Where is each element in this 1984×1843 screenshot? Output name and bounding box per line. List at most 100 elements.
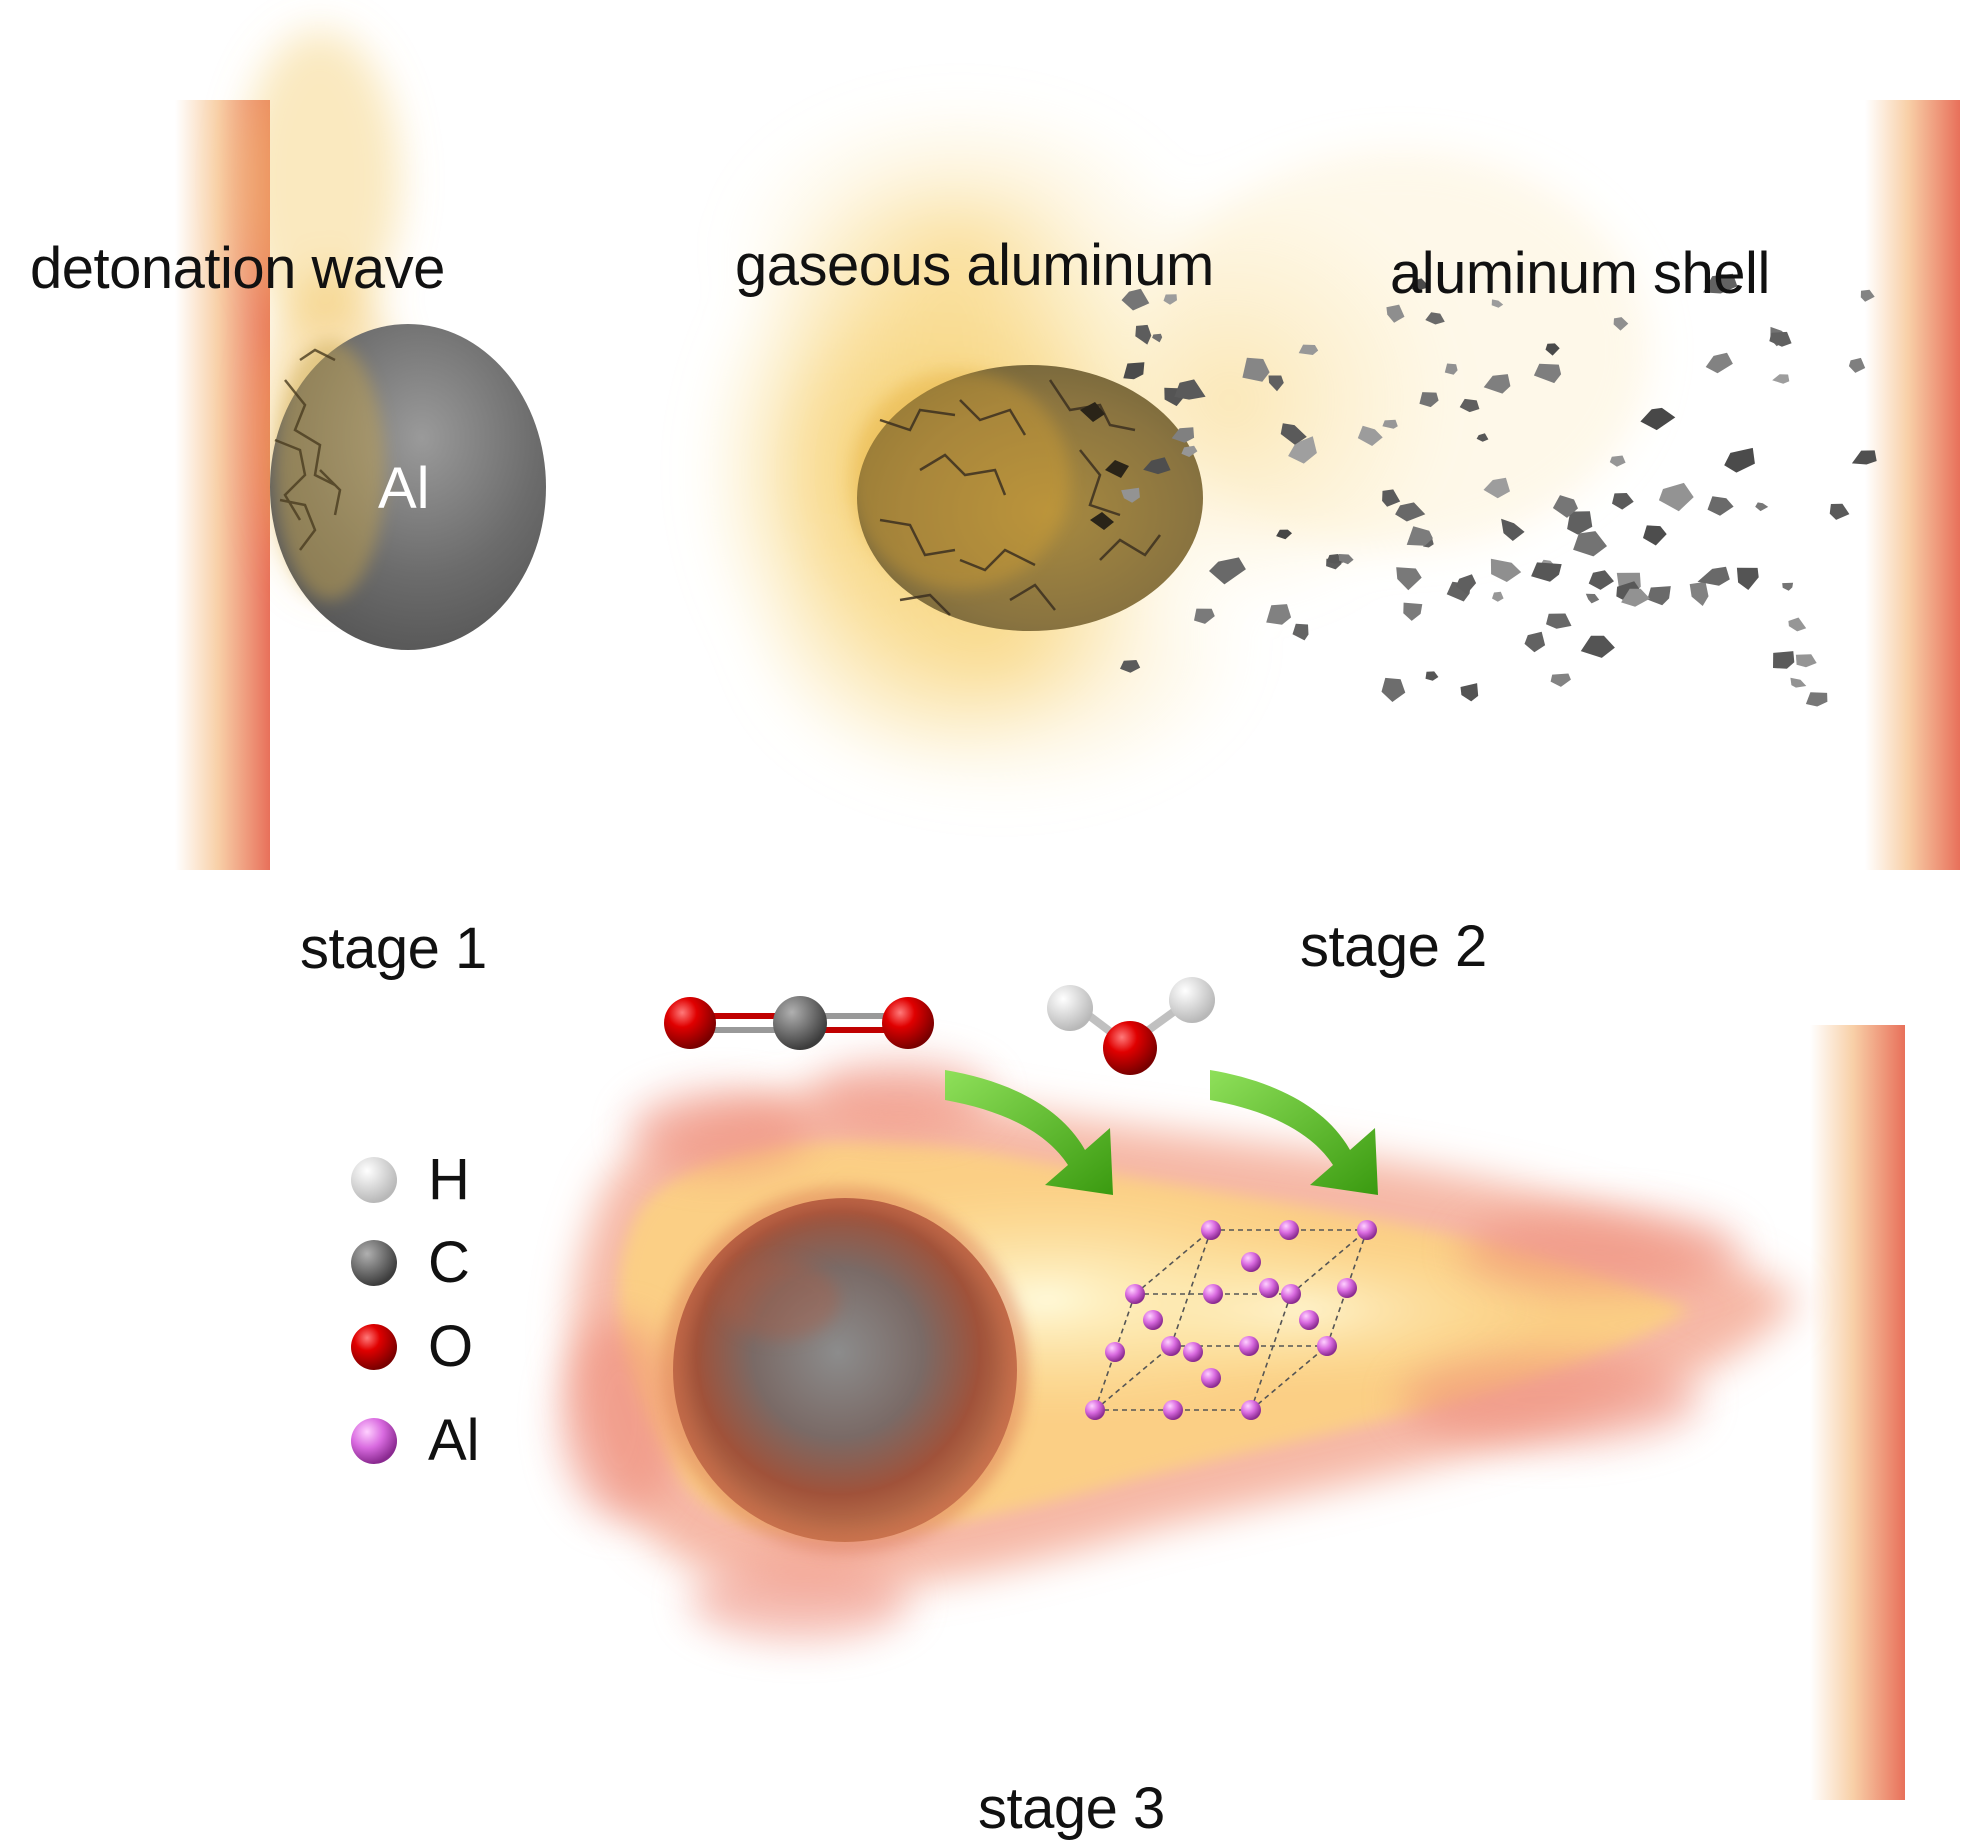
shell-fragment — [1357, 425, 1383, 446]
shell-fragment — [1552, 495, 1578, 518]
shell-fragment — [1707, 496, 1734, 516]
shell-fragment — [1697, 566, 1730, 586]
shell-fragment — [1242, 357, 1270, 382]
legend-label-h: H — [428, 1147, 470, 1212]
legend-ball-c — [351, 1240, 397, 1286]
al-lattice-atom — [1085, 1400, 1105, 1420]
shell-fragment — [1640, 407, 1676, 431]
shell-fragment — [1483, 374, 1511, 394]
shell-fragment — [1181, 445, 1198, 457]
shell-fragment — [1501, 518, 1525, 541]
al-crystal-lattice — [1085, 1220, 1377, 1420]
shell-fragment — [1396, 567, 1422, 591]
stage1-al-particle — [270, 324, 546, 650]
shell-fragment — [1483, 477, 1510, 499]
shell-fragment — [1444, 363, 1458, 375]
shell-fragment — [1705, 352, 1733, 374]
stage2-label: stage 2 — [1300, 914, 1487, 979]
stage2-cracked-particle — [850, 365, 1203, 631]
co2-oxygen-left — [664, 997, 716, 1049]
shell-fragment — [1805, 692, 1828, 707]
al-lattice-atom — [1259, 1278, 1279, 1298]
al-lattice-atom — [1183, 1342, 1203, 1362]
shell-fragment — [1829, 503, 1850, 520]
shell-fragment — [1755, 502, 1769, 512]
shell-fragment — [1381, 677, 1406, 702]
al-lattice-atom — [1281, 1284, 1301, 1304]
legend-item-al: Al — [350, 1408, 570, 1473]
shell-fragment — [1280, 423, 1307, 445]
shell-fragment — [1268, 375, 1284, 392]
green-arrow-1 — [945, 1070, 1113, 1195]
shell-fragment — [1524, 631, 1546, 653]
shell-fragment — [1121, 487, 1140, 503]
shell-fragment — [1573, 531, 1607, 557]
shell-fragment — [1769, 331, 1792, 347]
shell-fragment — [1788, 617, 1807, 632]
shell-fragment — [1621, 588, 1650, 607]
shell-fragment — [1550, 673, 1571, 687]
shell-fragment — [1848, 357, 1866, 373]
shell-fragment — [1292, 623, 1309, 641]
al-lattice-atom — [1317, 1336, 1337, 1356]
al-lattice-atom — [1161, 1336, 1181, 1356]
al-lattice-atom — [1239, 1336, 1259, 1356]
al-lattice-atom — [1105, 1342, 1125, 1362]
shell-fragment — [1491, 299, 1504, 308]
shell-fragment — [1585, 593, 1600, 604]
stage1-al-label: Al — [378, 456, 430, 521]
shell-fragment — [1455, 574, 1477, 595]
shell-fragment — [1408, 278, 1430, 291]
shell-fragment — [1795, 654, 1817, 668]
shell-fragment — [1613, 317, 1629, 331]
shell-fragment — [1406, 526, 1433, 546]
al-lattice-atom — [1125, 1284, 1145, 1304]
shell-fragment — [1298, 344, 1319, 355]
shell-fragment — [1395, 502, 1426, 522]
shell-fragment — [1121, 288, 1150, 311]
shell-fragment — [1612, 493, 1634, 510]
shell-fragment — [1476, 433, 1489, 442]
shell-fragment — [1790, 677, 1807, 688]
shell-fragment — [1266, 604, 1292, 625]
legend-label-o: O — [428, 1314, 474, 1379]
shell-fragment — [1163, 294, 1177, 305]
legend-label-al: Al — [428, 1408, 480, 1473]
co2-molecule — [664, 996, 934, 1050]
shell-fragment — [1545, 343, 1560, 356]
shell-fragment — [1773, 651, 1795, 669]
shell-fragment — [1546, 613, 1572, 629]
shell-fragment — [1851, 450, 1877, 465]
shell-fragment — [1382, 419, 1398, 429]
detonation-wave-label: detonation wave — [30, 236, 445, 301]
shell-fragment — [1386, 304, 1405, 323]
legend-label-c: C — [428, 1230, 470, 1295]
shell-fragment — [1403, 602, 1423, 621]
al-lattice-atom — [1201, 1368, 1221, 1388]
shell-fragment — [1338, 554, 1354, 565]
shell-fragment — [1588, 570, 1614, 590]
shell-fragment — [1194, 608, 1215, 624]
shell-fragment — [1425, 671, 1439, 681]
al-lattice-atom — [1201, 1220, 1221, 1240]
legend-item-o: O — [350, 1314, 570, 1379]
al-lattice-atom — [1241, 1252, 1261, 1272]
shell-fragment — [1703, 273, 1738, 294]
green-arrow-2 — [1210, 1070, 1378, 1195]
shell-fragment — [1460, 683, 1479, 702]
bottom-right-wall — [1810, 1025, 1905, 1800]
shell-fragment — [1123, 362, 1145, 380]
shell-fragment — [1724, 447, 1755, 473]
al-lattice-atom — [1357, 1220, 1377, 1240]
legend-item-c: C — [350, 1230, 570, 1295]
shell-fragment — [1772, 374, 1790, 384]
shell-fragment — [1609, 455, 1626, 467]
shell-fragment — [1382, 489, 1401, 507]
shell-fragment — [1171, 427, 1195, 443]
al-lattice-atom — [1241, 1400, 1261, 1420]
shell-fragment — [1533, 363, 1562, 384]
shell-fragment — [1425, 312, 1445, 325]
al-lattice-atom — [1163, 1400, 1183, 1420]
shell-fragment — [1174, 379, 1206, 400]
